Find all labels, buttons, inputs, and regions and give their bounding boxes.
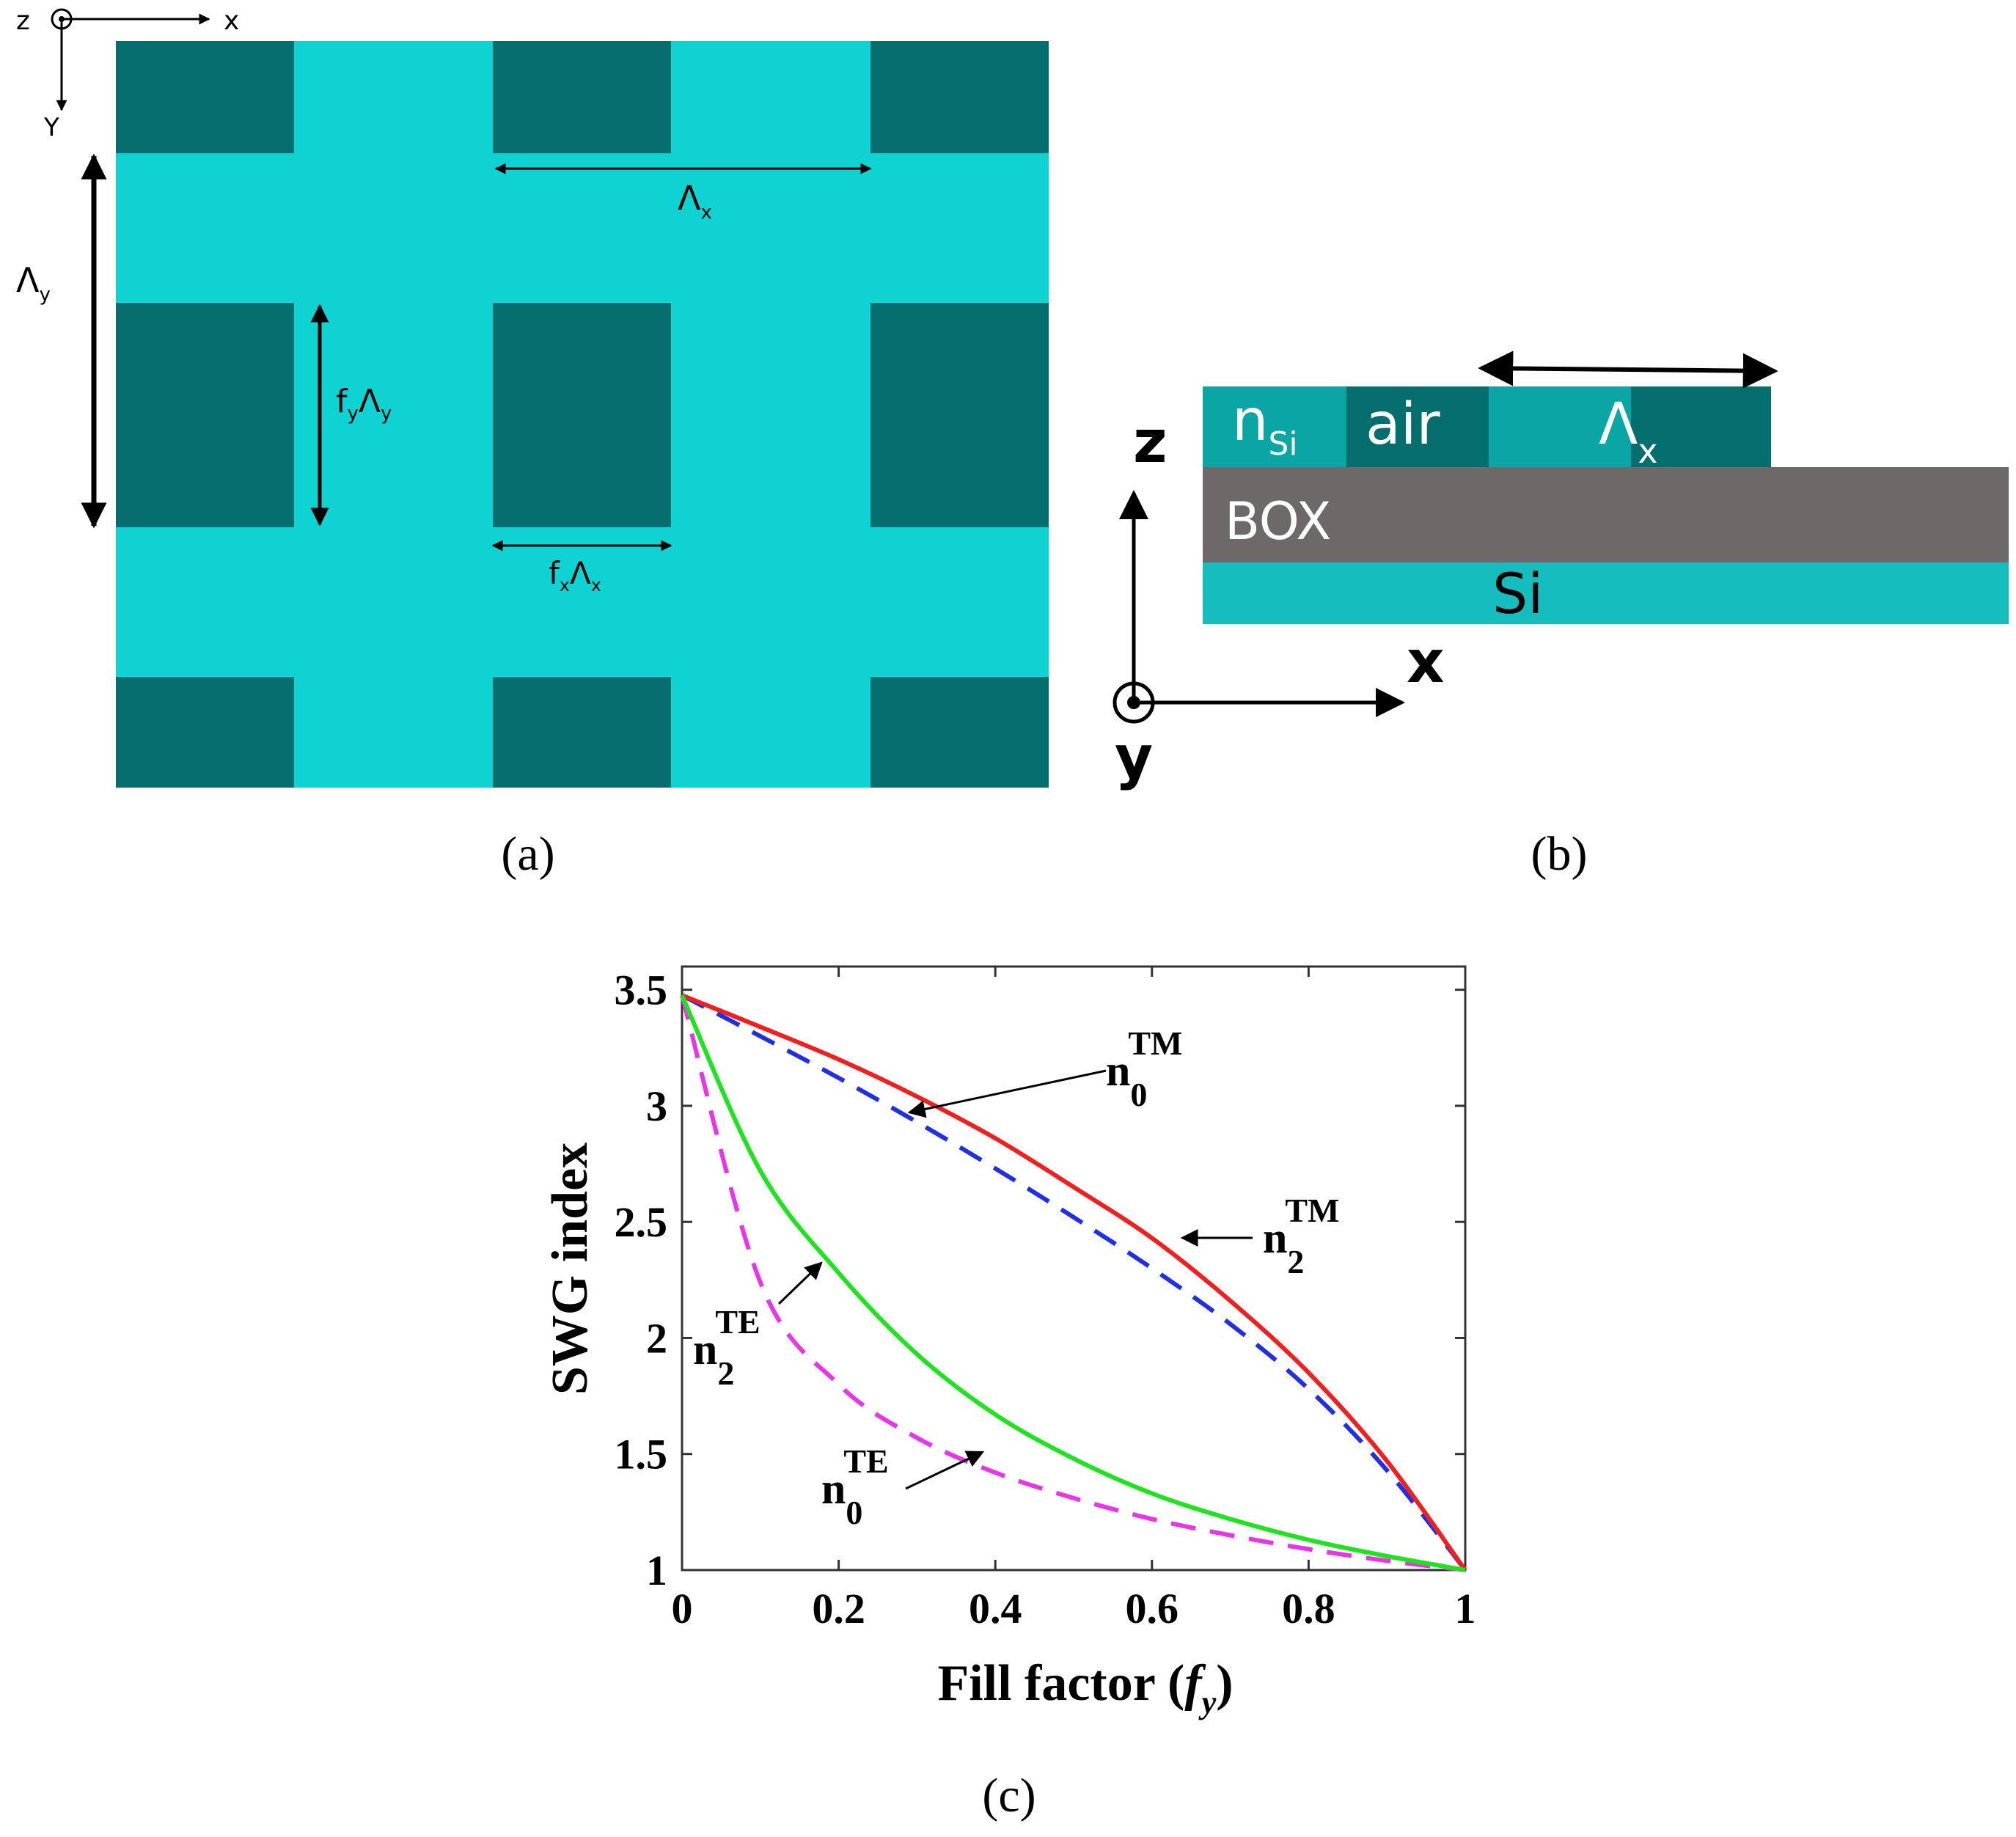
y-out-dot bbox=[1127, 696, 1140, 709]
pillar bbox=[116, 677, 294, 788]
panel-b: nSi air Λx BOX Si z x y (b) bbox=[1113, 351, 2009, 881]
caption-a: (a) bbox=[501, 827, 554, 881]
x-axis-label: Fill factor (fy) bbox=[937, 1655, 1233, 1720]
y-tick-label: 1.5 bbox=[615, 1431, 668, 1478]
svg-text:n2TE: n2TE bbox=[693, 1303, 760, 1392]
x-tick-label: 0 bbox=[672, 1585, 693, 1632]
nsi-block-2 bbox=[1489, 386, 1631, 467]
axis-y-label: Y bbox=[43, 113, 59, 142]
data-series bbox=[680, 993, 1467, 1572]
x-tick-label: 1 bbox=[1455, 1585, 1476, 1632]
pillar bbox=[116, 303, 294, 527]
nsi-label: nSi bbox=[1232, 388, 1298, 463]
air-block bbox=[1346, 386, 1489, 467]
series-line-n2TE bbox=[680, 994, 1466, 1572]
axis-x-label: x bbox=[224, 6, 239, 36]
svg-text:n2TM: n2TM bbox=[1263, 1192, 1339, 1280]
svg-text:n0TM: n0TM bbox=[1106, 1024, 1182, 1113]
axis-ticks: 0 0.2 0.4 0.6 0.8 1 1 1.5 2 2.5 3 3.5 bbox=[615, 967, 1476, 1632]
caption-b: (b) bbox=[1531, 827, 1588, 881]
caption-c: (c) bbox=[982, 1769, 1036, 1822]
axis-x-label-b: x bbox=[1407, 628, 1445, 696]
fy-lambda-y-label: fyΛy bbox=[336, 383, 392, 425]
lambda-x-arrow-b bbox=[1478, 351, 1778, 389]
lambda-y-label: Λy bbox=[16, 260, 51, 306]
x-tick-label: 0.2 bbox=[812, 1585, 865, 1632]
y-tick-label: 3.5 bbox=[615, 967, 668, 1014]
y-tick-label: 2.5 bbox=[615, 1198, 668, 1246]
annotation-n2-te: n2TE bbox=[693, 1261, 823, 1392]
pillar bbox=[870, 303, 1049, 527]
box-label: BOX bbox=[1225, 491, 1331, 551]
axes-indicator-b: z x y bbox=[1113, 408, 1445, 791]
axis-z-label-b: z bbox=[1133, 408, 1168, 476]
nsi-block bbox=[1203, 386, 1346, 467]
pillar bbox=[870, 677, 1049, 788]
series-line-n2TM bbox=[681, 993, 1467, 1572]
air-label: air bbox=[1366, 392, 1440, 458]
y-tick-label: 2 bbox=[646, 1314, 667, 1362]
pillar bbox=[493, 677, 671, 788]
box-layer bbox=[1203, 467, 2009, 562]
air-block-2 bbox=[1631, 386, 1771, 467]
annotation-n2-tm: n2TM bbox=[1180, 1192, 1339, 1280]
pillar bbox=[493, 303, 671, 527]
y-axis-label: SWG index bbox=[542, 1143, 598, 1395]
si-substrate bbox=[1203, 562, 2009, 624]
pillar bbox=[870, 41, 1049, 153]
panel-a: z x Y Λx Λy fyΛy fxΛx (a) bbox=[16, 6, 1049, 881]
x-tick-label: 0.8 bbox=[1282, 1585, 1335, 1632]
y-tick-label: 3 bbox=[646, 1082, 667, 1130]
series-line-n0TM bbox=[681, 993, 1467, 1572]
pillar bbox=[493, 41, 671, 153]
lambda-x-label: Λx bbox=[678, 178, 712, 224]
grating-pillars bbox=[116, 41, 1049, 788]
pillar bbox=[116, 41, 294, 153]
axis-z-label: z bbox=[16, 6, 30, 36]
x-tick-label: 0.6 bbox=[1126, 1585, 1179, 1632]
si-label: Si bbox=[1492, 561, 1543, 626]
panel-c: 0 0.2 0.4 0.6 0.8 1 1 1.5 2 2.5 3 3.5 SWG index Fil… bbox=[542, 965, 1476, 1822]
axis-y-label-b: y bbox=[1115, 723, 1153, 791]
lambda-x-label-b: Λx bbox=[1599, 392, 1658, 471]
annotation-n0-te: n0TE bbox=[821, 1442, 985, 1531]
y-out-icon bbox=[1113, 681, 1155, 724]
series-line-n0TE bbox=[680, 994, 1466, 1572]
x-tick-label: 0.4 bbox=[969, 1585, 1022, 1632]
y-tick-label: 1 bbox=[646, 1547, 667, 1594]
fx-lambda-x-label: fxΛx bbox=[549, 555, 601, 595]
svg-text:n0TE: n0TE bbox=[821, 1442, 889, 1531]
annotation-n0-tm: n0TM bbox=[907, 1024, 1182, 1118]
axes-indicator-a: z x Y bbox=[16, 6, 239, 142]
